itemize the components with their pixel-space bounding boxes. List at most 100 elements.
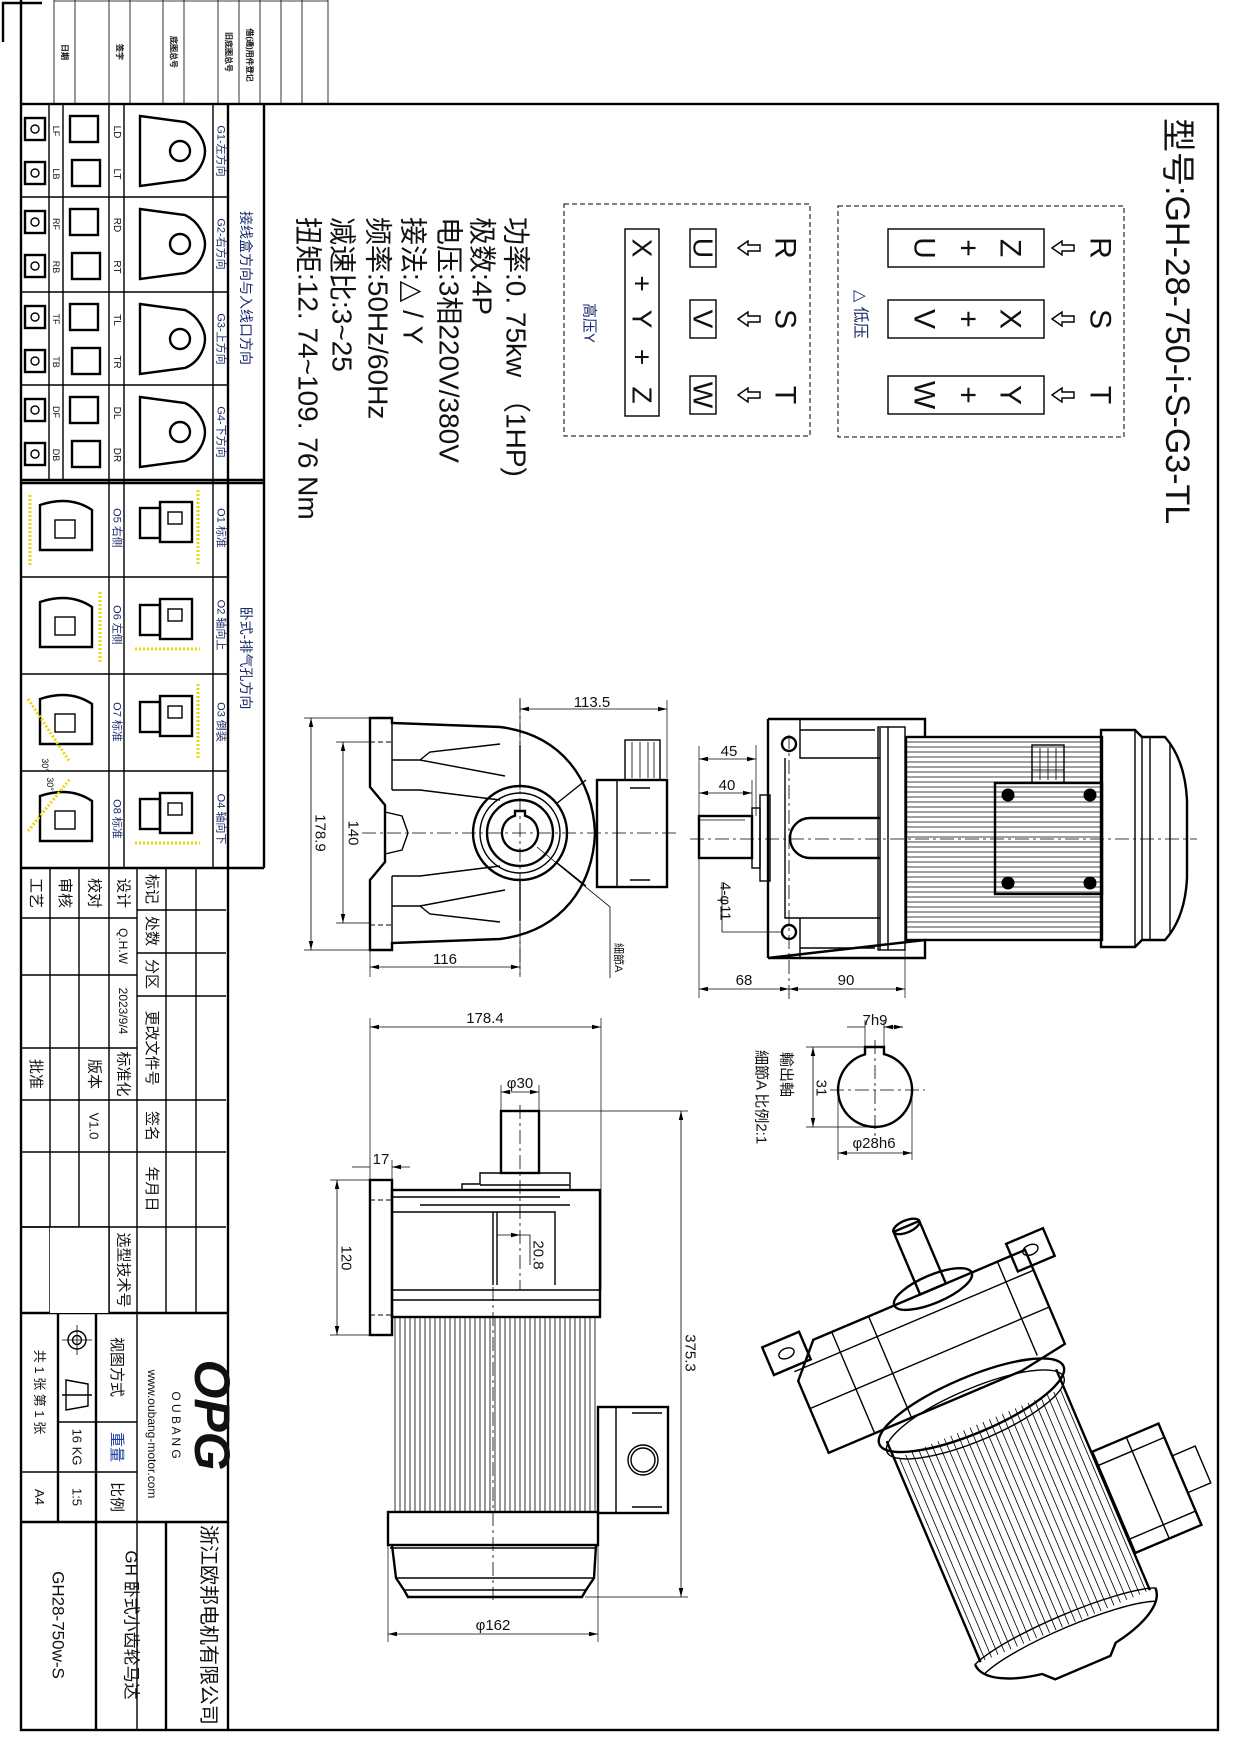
iso-end-cap: [973, 1587, 1158, 1681]
first-angle-projection-icon: [62, 1325, 92, 1411]
fin-line: [931, 1443, 1018, 1647]
g-code: DL: [111, 407, 122, 420]
arrow-left-icon: [736, 239, 761, 257]
panel-grid-major: [21, 104, 266, 1730]
flange-hole-hidden: [370, 741, 392, 926]
o-mounting-icon: [38, 592, 200, 662]
high-terminal-box: [689, 228, 717, 268]
g-code: LT: [111, 169, 122, 180]
tilt-angle-o7: 30°: [40, 758, 50, 772]
drawing-frame: [19, 102, 1220, 1732]
star-terminal: Z: [627, 386, 658, 403]
label-zone: 分区: [143, 959, 160, 989]
label-standardize: 标准化: [115, 1051, 132, 1096]
bottom-terminal-detail: [615, 1407, 662, 1513]
iso-gearbox-detail: [794, 1261, 1050, 1434]
bottom-flange-plate: [368, 1178, 394, 1337]
low-terminal-right: Z: [994, 239, 1027, 257]
cable-entry-inner: [630, 1447, 656, 1473]
fin-line: [1059, 1389, 1147, 1592]
orientation-panel: 接线盒方向与入线口方向 卧式-排气孔方向 G1-左方向LDLTLFLBG2-右方…: [21, 104, 266, 1730]
high-terminal: V: [688, 310, 719, 329]
o-mounting-icon: [26, 778, 200, 845]
motor-flange: [877, 726, 906, 951]
high-input-terminal: T: [769, 386, 802, 404]
end-cap: [1099, 728, 1189, 949]
strip-label-date: 日期: [60, 44, 70, 60]
iso-terminal-box: [1090, 1422, 1204, 1555]
label-date: 年月日: [143, 1166, 160, 1211]
output-boss: [751, 807, 761, 869]
g-orientation-caption: G4-下方向: [215, 406, 229, 457]
label-selection-no: 选型技术号: [115, 1232, 132, 1307]
holes-leader: [721, 882, 782, 933]
label-change-doc: 更改文件号: [143, 1010, 160, 1085]
bottom-fan-cover: [390, 1544, 598, 1599]
tilt-angle-o8: 30°: [45, 777, 55, 791]
label-proofread: 校对: [86, 878, 103, 908]
detail-a-ref: 細節A: [612, 943, 626, 973]
gear-slot: [788, 816, 880, 860]
g-orientation-caption: G2-右方向: [215, 218, 229, 269]
fin-line: [1053, 1391, 1141, 1595]
product-name: GH 卧式小齿轮马达: [122, 1550, 141, 1699]
extension-lines: [304, 700, 668, 977]
o-orientation-caption: O5 右侧: [111, 508, 125, 548]
detail-leader: [536, 846, 611, 978]
iso-flange-ear: [1004, 1226, 1057, 1274]
dim-4-holes: 4-φ11: [717, 882, 734, 921]
high-terminal-box: [689, 299, 717, 339]
fin-line: [976, 1424, 1063, 1628]
company-name: 浙江欧邦电机有限公司: [197, 1525, 220, 1725]
company-logo: OPG: [184, 1359, 240, 1470]
strip-label-old-base-no: 旧底图总号: [224, 32, 234, 72]
iso-output-boss: [892, 1266, 974, 1312]
title-grid-lower-rows: [21, 1421, 137, 1473]
g-code: TB: [51, 356, 61, 368]
label-sign: 签名: [143, 1111, 160, 1141]
o-orientation-caption: O8 标准: [111, 799, 125, 839]
title-grid-upper: [21, 868, 226, 1730]
high-voltage-box: [563, 203, 811, 437]
title-grid-lower: [21, 1311, 228, 1730]
star-point-box: [624, 228, 660, 417]
version-value: V1.0: [87, 1113, 102, 1140]
dim-68: 68: [736, 972, 753, 989]
iso-terminal-detail: [1097, 1436, 1196, 1540]
high-voltage-label: 高压Y: [581, 303, 598, 343]
iso-output-shaft: [891, 1219, 948, 1297]
iso-shaft-end: [892, 1217, 921, 1236]
fin-line: [1034, 1400, 1121, 1603]
star-terminal: Y: [627, 310, 658, 329]
g-code: DR: [111, 448, 122, 462]
high-input-terminal: S: [769, 309, 802, 329]
bottom-view: 178.4 φ30 17 120 20.8 375.3 φ162: [330, 1010, 699, 1642]
dim-45: 45: [721, 743, 738, 760]
low-input-terminal: R: [1084, 237, 1117, 259]
model-title: 型号:GH-28-750-i-S-G3-TL: [1158, 118, 1196, 524]
star-terminal: X: [627, 239, 658, 258]
label-mark: 标记: [143, 874, 160, 904]
arrow-left-icon: [736, 310, 761, 328]
shaft-detail-a: 7h9 31 φ28h6 輸出軸 細節A 比例2:1: [753, 1012, 925, 1160]
g-code: LD: [111, 126, 122, 139]
g-orientation-icon: [23, 395, 207, 469]
bottom-gearbox: [390, 1188, 602, 1319]
arrow-left-icon: [1050, 310, 1075, 328]
low-terminal-pair: [887, 299, 1045, 339]
low-input-terminal: T: [1084, 386, 1117, 404]
spec-power: 功率:0. 75kw （1HP): [501, 217, 532, 477]
bottom-gearbox-detail: [392, 1172, 600, 1301]
gearbox-housing: [767, 717, 927, 960]
plus-sign: +: [627, 349, 658, 365]
g-code: RB: [51, 261, 61, 274]
terminal-box: [595, 778, 669, 889]
dim-20-8: 20.8: [530, 1240, 547, 1269]
arrow-left-icon: [1050, 386, 1075, 404]
gland-threads: [631, 742, 655, 778]
strip-label-base-no: 底图总号: [169, 35, 179, 68]
dim-178-9: 178.9: [312, 814, 329, 852]
fin-line: [911, 1452, 999, 1655]
iso-motor-flange: [877, 1357, 1066, 1454]
